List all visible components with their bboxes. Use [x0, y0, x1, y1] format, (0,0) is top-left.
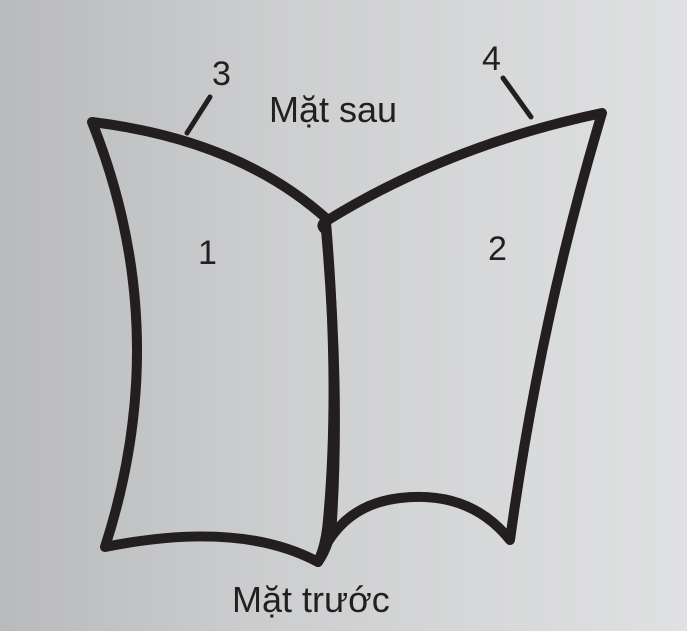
edge-3-label: 3	[212, 55, 231, 93]
edge-4-label: 4	[482, 40, 501, 78]
center-fold-line	[313, 217, 339, 567]
right-panel-outline	[313, 108, 607, 567]
left-panel-outline	[87, 117, 340, 567]
pointer-line-4	[500, 75, 534, 120]
pointer-line-3	[184, 94, 213, 136]
front-side-label: Mặt trước	[232, 579, 390, 620]
panel-2-label: 2	[488, 230, 507, 268]
panel-1-label: 1	[198, 234, 217, 272]
back-side-label: Mặt sau	[269, 89, 398, 130]
